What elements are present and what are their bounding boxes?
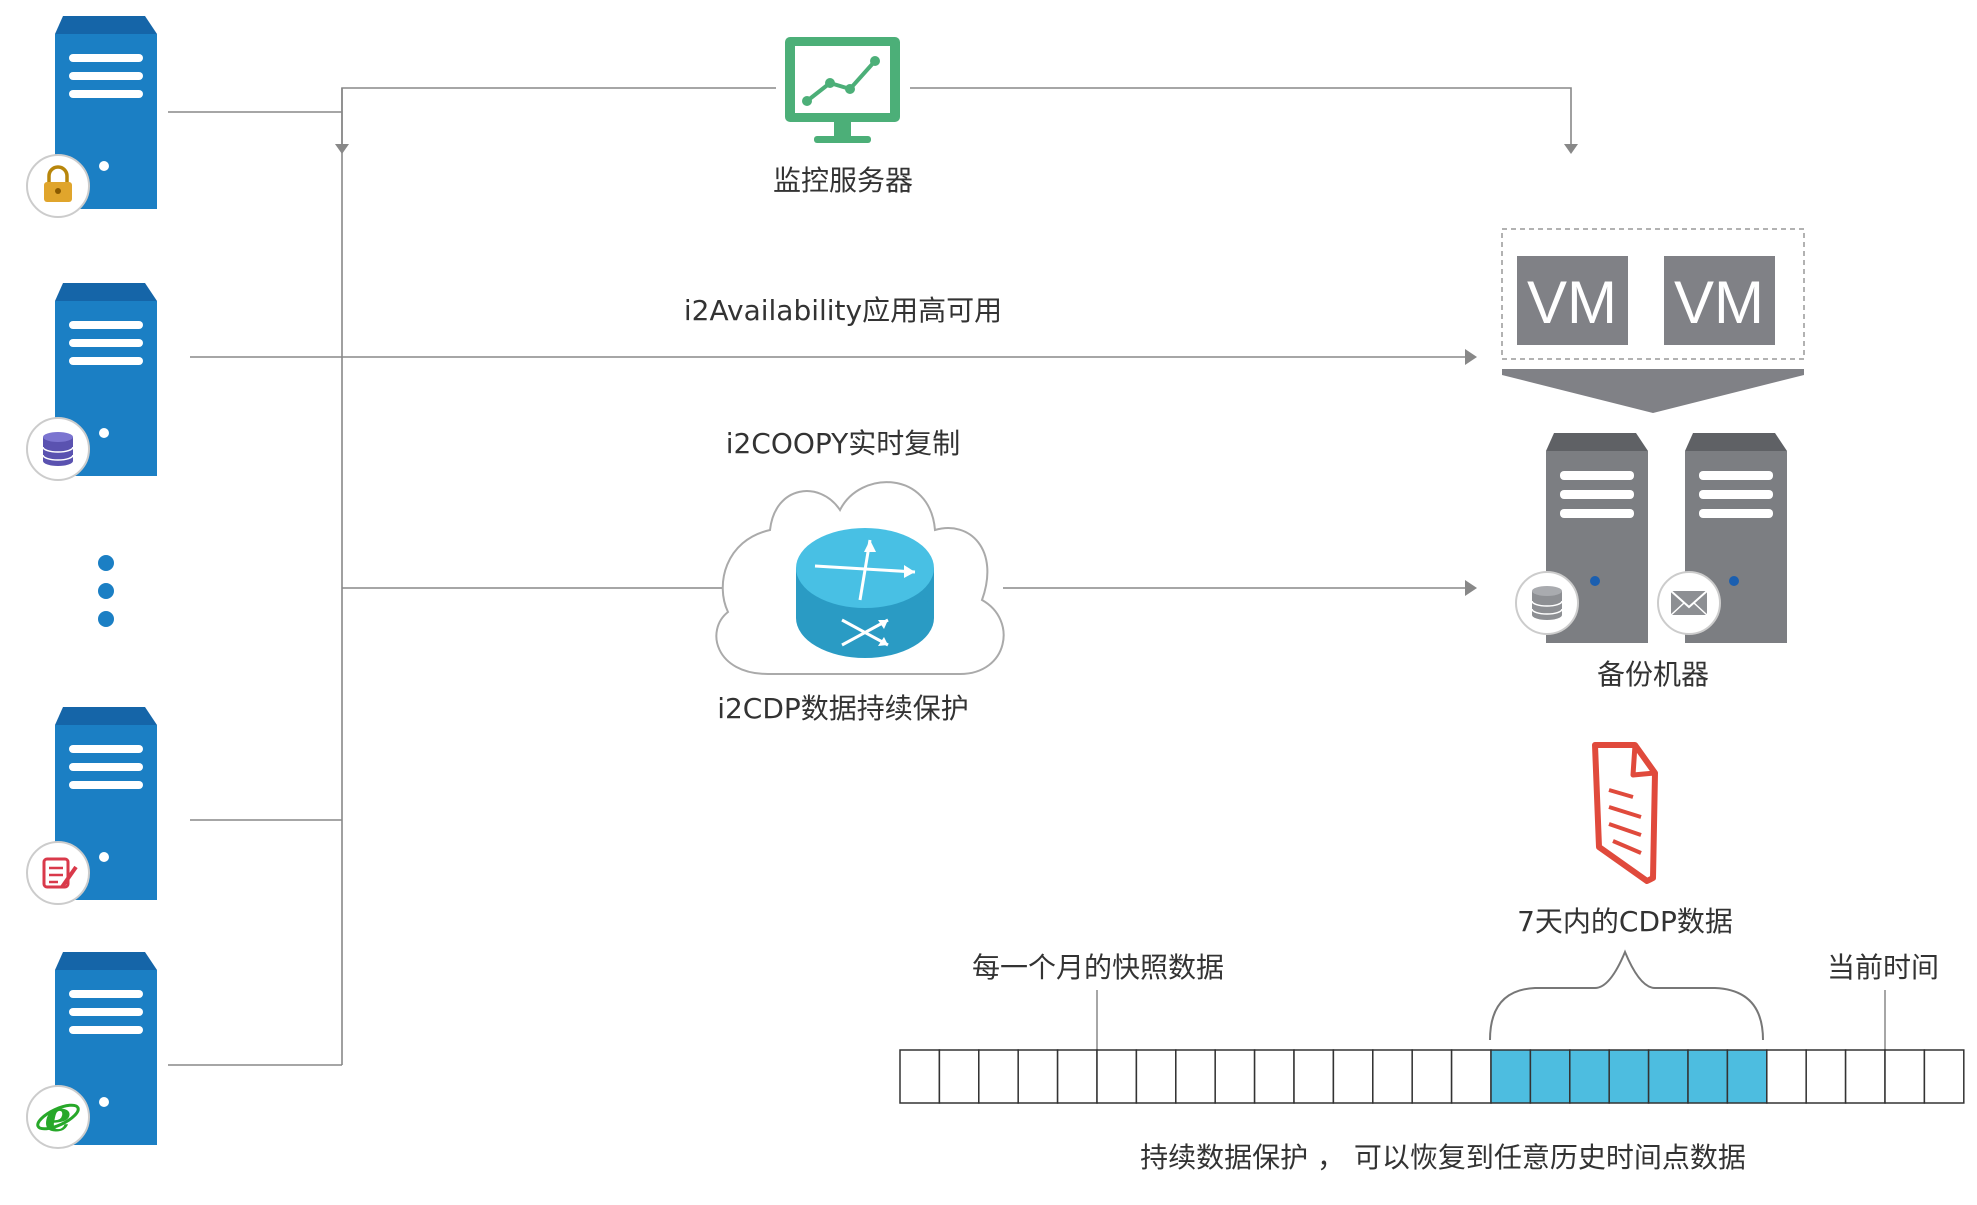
vm-down-arrow xyxy=(1502,369,1804,413)
router-icon xyxy=(796,528,934,658)
vm-box-1: VM xyxy=(1517,256,1628,345)
timeline-segment xyxy=(1332,1049,1374,1104)
monitor-line-left xyxy=(341,87,776,148)
timeline-segment xyxy=(1056,1049,1098,1104)
monthly-snapshot-label: 每一个月的快照数据 xyxy=(972,951,1224,984)
timeline-segment xyxy=(1135,1049,1177,1104)
database-icon xyxy=(26,417,90,481)
ie-browser-icon: e xyxy=(26,1085,90,1149)
ellipsis-dot xyxy=(98,583,114,599)
arrowhead xyxy=(1465,349,1477,365)
arrowhead xyxy=(1465,580,1477,596)
vm-group: VM VM xyxy=(1501,228,1805,413)
timeline-segment xyxy=(1017,1049,1059,1104)
timeline-segment xyxy=(938,1049,980,1104)
backup-server-1 xyxy=(1515,433,1648,643)
vm-box-2: VM xyxy=(1664,256,1775,345)
monitor-line-right xyxy=(910,87,1572,148)
timeline-segment xyxy=(1450,1049,1492,1104)
timeline-segment xyxy=(1293,1049,1335,1104)
arrowhead xyxy=(335,144,349,154)
source-server-1 xyxy=(26,16,157,218)
timeline-segment-cdp xyxy=(1529,1049,1571,1104)
timeline-segment xyxy=(1805,1049,1847,1104)
monitor-server-icon xyxy=(785,37,900,143)
cdp-brace xyxy=(1489,949,1764,1041)
mail-icon xyxy=(1657,571,1721,635)
timeline-segment xyxy=(1923,1049,1965,1104)
timeline-segment-cdp xyxy=(1726,1049,1768,1104)
document-edit-icon xyxy=(26,841,90,905)
timeline-segment xyxy=(978,1049,1019,1104)
ellipsis-dot xyxy=(98,555,114,571)
connection-lines xyxy=(168,87,1572,1066)
timeline-segment-cdp xyxy=(1647,1049,1689,1104)
timeline-segment xyxy=(1844,1049,1886,1104)
current-time-label: 当前时间 xyxy=(1827,951,1939,984)
timeline-segment-cdp xyxy=(1608,1049,1650,1104)
source-server-2 xyxy=(26,283,157,481)
i2coopy-label: i2COOPY实时复制 xyxy=(726,427,961,460)
source-server-3 xyxy=(26,707,157,905)
vm-label-1: VM xyxy=(1527,269,1617,336)
i2cdp-label: i2CDP数据持续保护 xyxy=(717,692,969,725)
svg-text:e: e xyxy=(45,1092,72,1141)
lock-icon xyxy=(26,154,90,218)
ellipsis-dot xyxy=(98,611,114,627)
arrowhead xyxy=(1564,144,1578,154)
timeline-bar xyxy=(899,1049,1965,1104)
timeline-segment xyxy=(1766,1049,1807,1104)
footer-caption: 持续数据保护 ， 可以恢复到任意历史时间点数据 xyxy=(1140,1141,1746,1174)
timeline-segment xyxy=(1175,1049,1216,1104)
timeline-segment xyxy=(899,1049,941,1104)
timeline-segment-cdp xyxy=(1687,1049,1729,1104)
more-servers-ellipsis xyxy=(98,555,114,627)
monitor-server-label: 监控服务器 xyxy=(773,164,913,197)
timeline-segment xyxy=(1214,1049,1256,1104)
cdp-7days-label: 7天内的CDP数据 xyxy=(1517,905,1733,938)
timeline-segment xyxy=(1096,1049,1138,1104)
database-icon xyxy=(1515,571,1579,635)
source-server-4: e xyxy=(26,952,157,1149)
cdp-document-icon xyxy=(1592,742,1658,884)
backup-server-2 xyxy=(1657,433,1787,643)
i2availability-label: i2Availability应用高可用 xyxy=(684,294,1002,327)
timeline-segment-cdp xyxy=(1569,1049,1610,1104)
timeline-segment xyxy=(1253,1049,1295,1104)
arrowheads xyxy=(335,144,1578,596)
timeline-segment xyxy=(1884,1049,1926,1104)
timeline-segment xyxy=(1372,1049,1413,1104)
timeline-segment-cdp xyxy=(1490,1049,1532,1104)
backup-machine-label: 备份机器 xyxy=(1597,658,1709,691)
cloud-router-icon xyxy=(715,481,1005,675)
vm-label-2: VM xyxy=(1674,269,1764,336)
timeline-segment xyxy=(1411,1049,1453,1104)
